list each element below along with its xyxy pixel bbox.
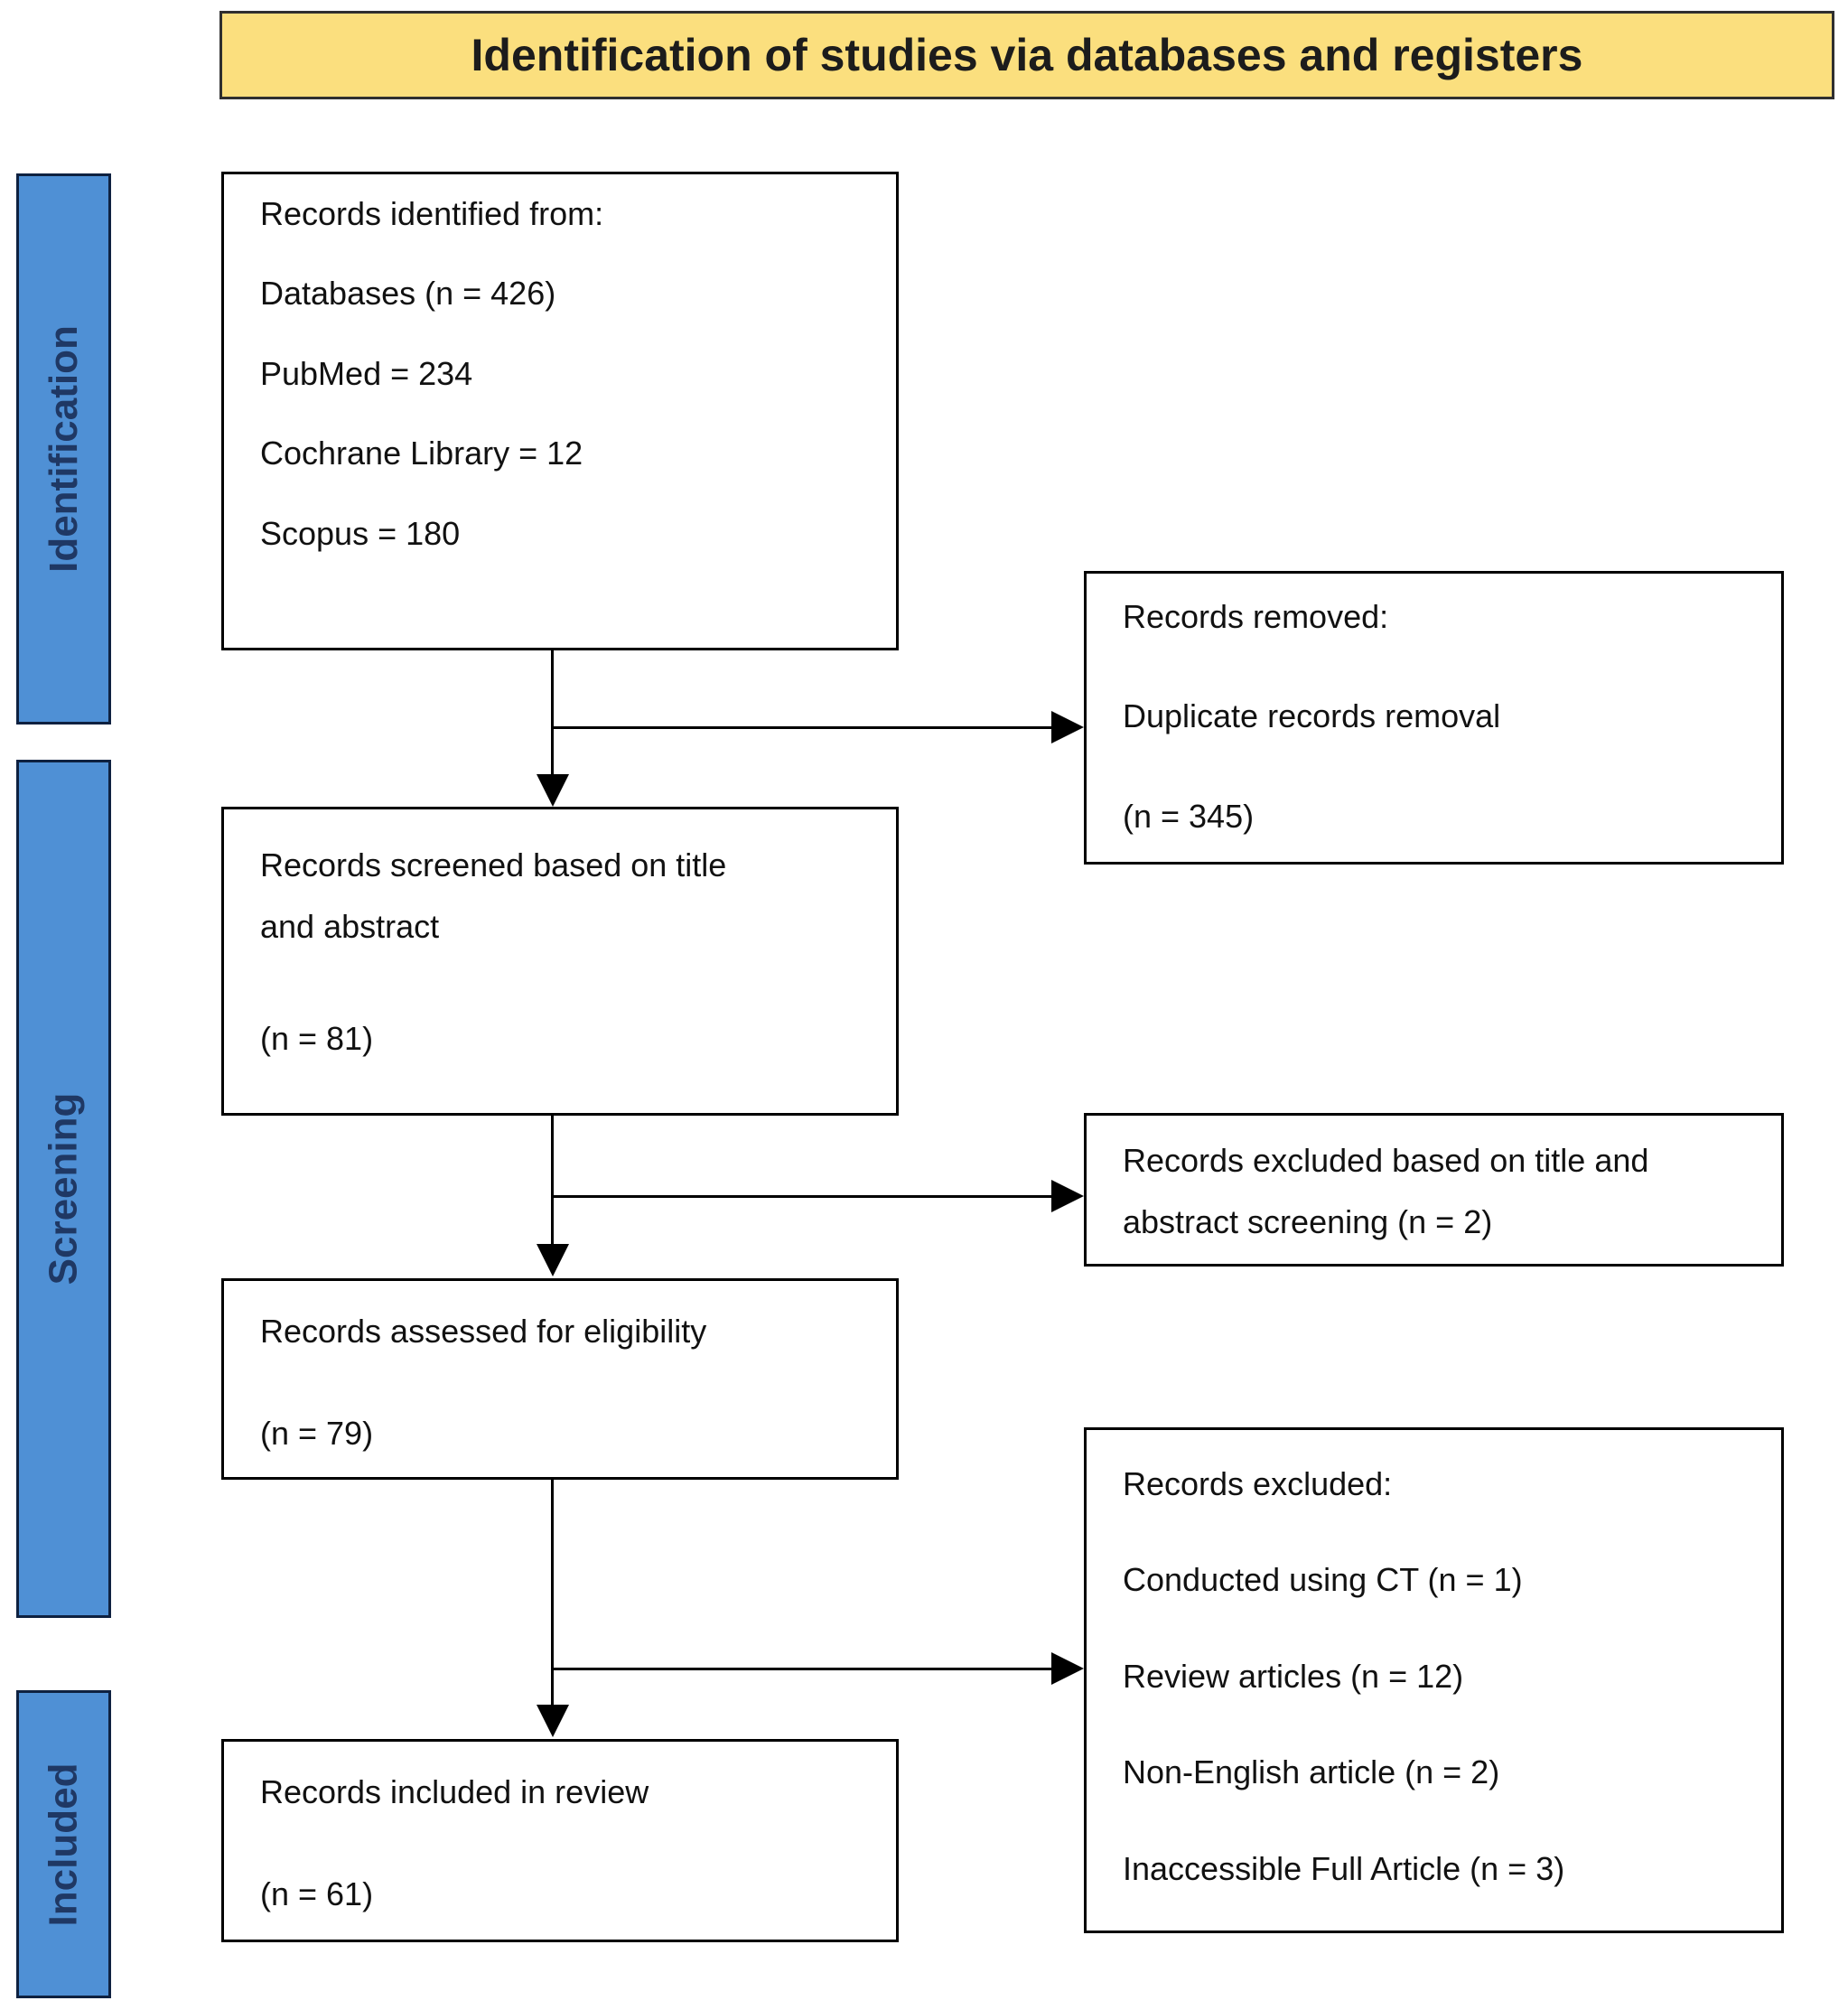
records-assessed-heading: Records assessed for eligibility — [260, 1313, 707, 1350]
stage-label-included-text: Included — [41, 1762, 86, 1926]
box-records-included: Records included in review (n = 61) — [221, 1739, 899, 1942]
records-excluded-review-articles: Review articles (n = 12) — [1123, 1657, 1464, 1695]
box-records-removed: Records removed: Duplicate records remov… — [1084, 571, 1784, 865]
stage-label-identification-text: Identification — [41, 325, 86, 573]
box-records-excluded-screening: Records excluded based on title and abst… — [1084, 1113, 1784, 1267]
stage-label-included: Included — [16, 1690, 111, 1998]
box-records-identified: Records identified from: Databases (n = … — [221, 172, 899, 650]
arrow-line-assessed-to-included — [551, 1480, 554, 1707]
arrowhead-to-excluded-eligibility — [1051, 1652, 1084, 1685]
box-records-assessed: Records assessed for eligibility (n = 79… — [221, 1278, 899, 1480]
records-screened-count: (n = 81) — [260, 1019, 374, 1057]
records-excluded-non-english: Non-English article (n = 2) — [1123, 1753, 1500, 1791]
stage-label-screening: Screening — [16, 760, 111, 1618]
records-identified-databases: Databases (n = 426) — [260, 275, 556, 313]
records-screened-heading: Records screened based on title and abst… — [260, 846, 727, 946]
records-identified-heading: Records identified from: — [260, 195, 604, 232]
arrow-line-to-records-removed — [551, 726, 1057, 729]
records-removed-duplicates: Duplicate records removal — [1123, 697, 1501, 735]
stage-label-identification: Identification — [16, 173, 111, 725]
arrowhead-to-excluded-screening — [1051, 1180, 1084, 1212]
records-excluded-screening-text: Records excluded based on title and abst… — [1123, 1142, 1649, 1241]
arrow-line-screened-to-assessed — [551, 1116, 554, 1247]
records-excluded-heading: Records excluded: — [1123, 1465, 1393, 1502]
records-identified-cochrane: Cochrane Library = 12 — [260, 435, 583, 472]
records-excluded-inaccessible: Inaccessible Full Article (n = 3) — [1123, 1849, 1565, 1887]
records-assessed-count: (n = 79) — [260, 1415, 374, 1453]
arrowhead-assessed-to-included — [537, 1705, 569, 1737]
box-records-screened: Records screened based on title and abst… — [221, 807, 899, 1116]
arrowhead-to-records-removed — [1051, 711, 1084, 743]
records-identified-scopus: Scopus = 180 — [260, 514, 461, 552]
records-excluded-ct: Conducted using CT (n = 1) — [1123, 1561, 1523, 1599]
arrow-line-to-excluded-screening — [551, 1195, 1057, 1198]
title-banner-text: Identification of studies via databases … — [471, 30, 1583, 80]
records-removed-heading: Records removed: — [1123, 598, 1389, 635]
arrowhead-identified-to-screened — [537, 774, 569, 807]
box-records-excluded-eligibility: Records excluded: Conducted using CT (n … — [1084, 1427, 1784, 1933]
records-identified-pubmed: PubMed = 234 — [260, 354, 473, 392]
records-included-count: (n = 61) — [260, 1875, 374, 1913]
stage-label-screening-text: Screening — [41, 1092, 86, 1285]
records-removed-count: (n = 345) — [1123, 797, 1255, 835]
arrow-line-identified-to-screened — [551, 650, 554, 781]
title-banner: Identification of studies via databases … — [219, 11, 1834, 99]
arrowhead-screened-to-assessed — [537, 1244, 569, 1276]
records-included-heading: Records included in review — [260, 1773, 649, 1810]
arrow-line-to-excluded-eligibility — [551, 1668, 1057, 1670]
